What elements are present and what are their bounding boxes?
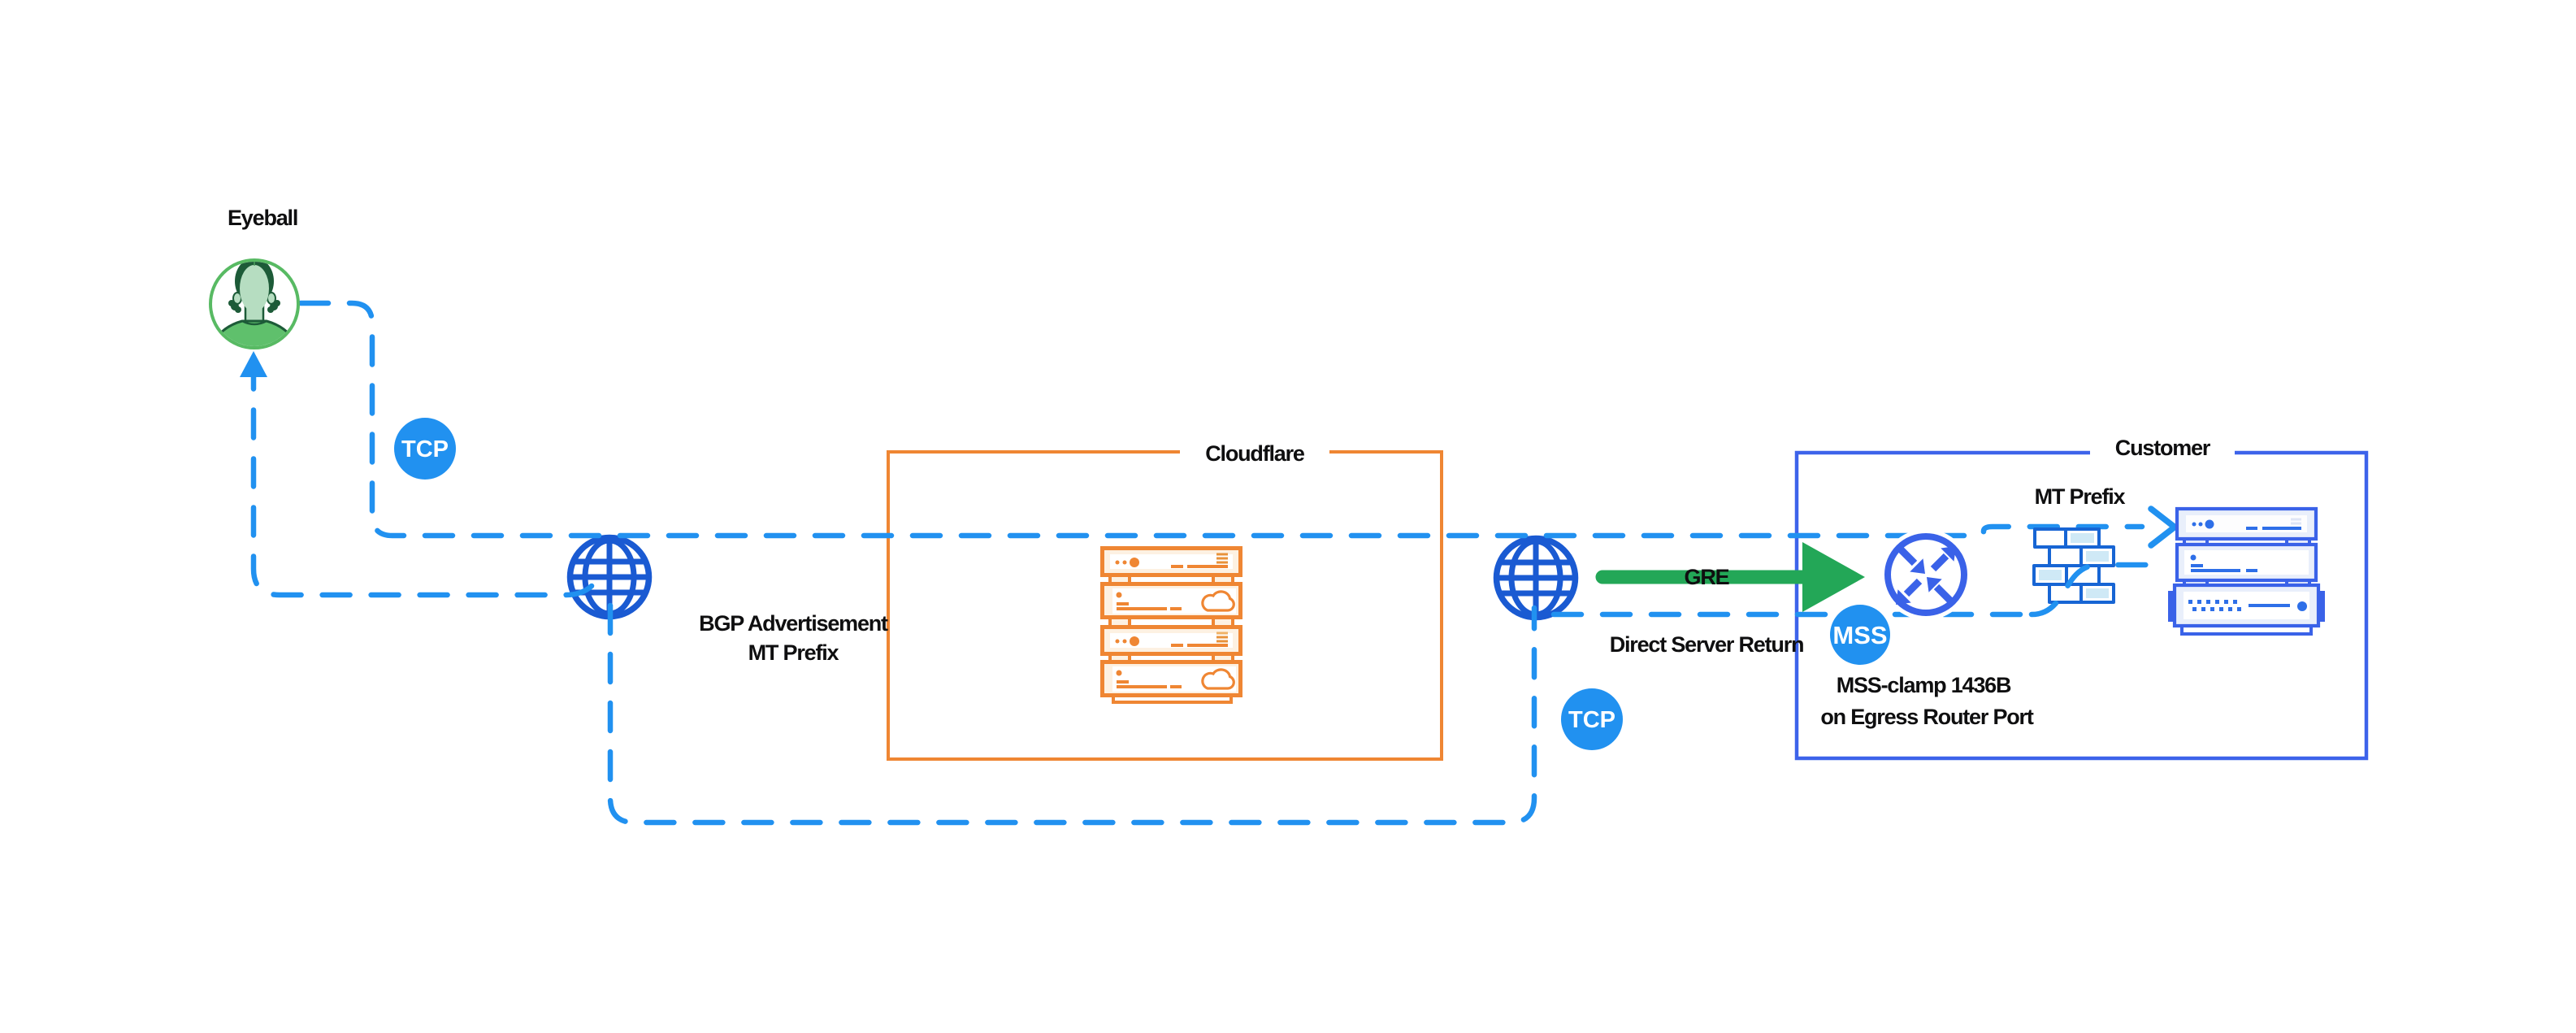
svg-text:on Egress Router Port: on Egress Router Port	[1820, 705, 2034, 729]
svg-text:BGP Advertisement: BGP Advertisement	[699, 611, 888, 636]
svg-text:Customer: Customer	[2115, 436, 2211, 460]
svg-text:MSS-clamp 1436B: MSS-clamp 1436B	[1837, 673, 2011, 697]
svg-text:Eyeball: Eyeball	[228, 206, 297, 230]
svg-text:MT Prefix: MT Prefix	[748, 640, 839, 665]
svg-text:MSS: MSS	[1832, 621, 1887, 649]
svg-text:TCP: TCP	[401, 436, 449, 462]
svg-text:Direct Server Return: Direct Server Return	[1610, 632, 1804, 657]
svg-text:Cloudflare: Cloudflare	[1205, 441, 1305, 466]
svg-text:GRE: GRE	[1685, 565, 1729, 589]
svg-text:TCP: TCP	[1568, 707, 1615, 733]
svg-text:MT Prefix: MT Prefix	[2035, 484, 2126, 509]
